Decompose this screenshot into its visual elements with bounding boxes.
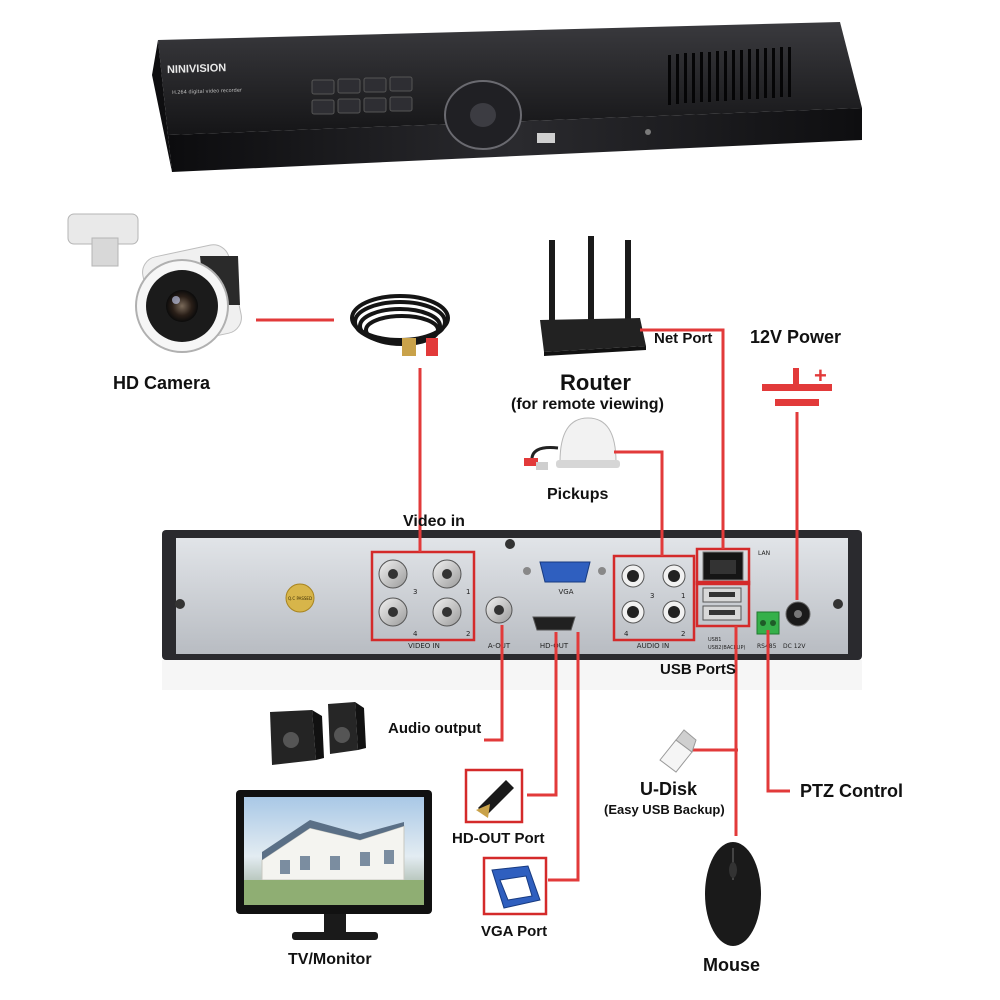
mouse-label: Mouse [703, 955, 761, 975]
dvr-front-usb [537, 133, 555, 143]
speakers-image [270, 702, 366, 765]
ptz-control-label: PTZ Control [800, 781, 903, 801]
ch4-label-audio: 4 [624, 630, 629, 638]
ch1-label-video: 1 [466, 588, 470, 596]
vga-port-label: VGA Port [481, 923, 548, 940]
usb1-panel-label: USB1 [708, 637, 721, 643]
router-label: Router [560, 370, 631, 395]
router-sub-label: (for remote viewing) [511, 396, 664, 413]
tv-monitor-image [236, 790, 432, 940]
lan-port [702, 551, 744, 581]
brand-logo: NINIVISION [167, 62, 227, 76]
ch3-label-video: 3 [413, 588, 417, 596]
audio-in-connectors [621, 564, 686, 624]
usb-drive-image [659, 729, 697, 773]
coax-cable-image [350, 294, 450, 356]
vga-connector [539, 561, 591, 583]
dvr-front-buttons [311, 76, 413, 115]
dvr-vents [668, 47, 791, 105]
connection-wires [256, 318, 799, 882]
ch2-label-video: 2 [466, 630, 470, 638]
dvr-subtitle: H.264 digital video recorder [172, 88, 243, 96]
router-image [540, 236, 646, 356]
ch1-label-audio: 1 [681, 592, 685, 600]
ch3-label-audio: 3 [650, 592, 654, 600]
net-port-label: Net Port [654, 330, 713, 347]
u-disk-label: U-Disk [640, 779, 698, 799]
usb-ports-label: USB PortS [660, 661, 736, 678]
usb2-panel-label: USB2(BACKUP) [708, 645, 745, 651]
mouse-image [705, 842, 761, 946]
svg-text:+: + [814, 363, 827, 388]
hd-out-panel-label: HD-OUT [540, 642, 569, 650]
hd-out-connector [532, 616, 576, 631]
vga-panel-label: VGA [558, 588, 573, 596]
hd-out-port-label: HD-OUT Port [452, 830, 545, 847]
u-disk-sub-label: (Easy USB Backup) [604, 802, 725, 817]
hd-camera-label: HD Camera [113, 373, 211, 393]
video-in-panel-label: VIDEO IN [408, 642, 440, 650]
hdmi-plug-image [476, 780, 514, 818]
tv-monitor-label: TV/Monitor [288, 951, 372, 968]
qc-sticker-label: Q.C PASSED [288, 596, 312, 601]
video-in-connectors [378, 559, 462, 627]
power-symbol-icon: + [762, 363, 832, 406]
pickups-label: Pickups [547, 486, 609, 503]
lan-panel-label: LAN [758, 550, 770, 557]
dvr-rear-panel: Q.C PASSED 3 1 4 2 VIDEO IN A-OUT VGA HD… [162, 530, 862, 690]
pickup-microphone-image [524, 417, 620, 470]
ch4-label-video: 4 [413, 630, 418, 638]
video-in-label: Video in [403, 513, 465, 530]
dvr-device: NINIVISION H.264 digital video recorder [152, 22, 862, 172]
power-label: 12V Power [750, 327, 842, 347]
vga-port-box [482, 856, 548, 916]
hd-camera-image [67, 213, 242, 353]
dc12v-panel-label: DC 12V [783, 643, 806, 650]
usb-highlight [695, 580, 751, 628]
audio-in-panel-label: AUDIO IN [637, 642, 669, 650]
vga-plug-image [491, 865, 541, 909]
a-out-panel-label: A-OUT [488, 642, 511, 650]
audio-output-label: Audio output [388, 720, 482, 737]
ch2-label-audio: 2 [681, 630, 685, 638]
audio-in-highlight [612, 554, 696, 642]
hdmi-port-box [464, 768, 524, 824]
video-in-highlight [370, 550, 476, 642]
